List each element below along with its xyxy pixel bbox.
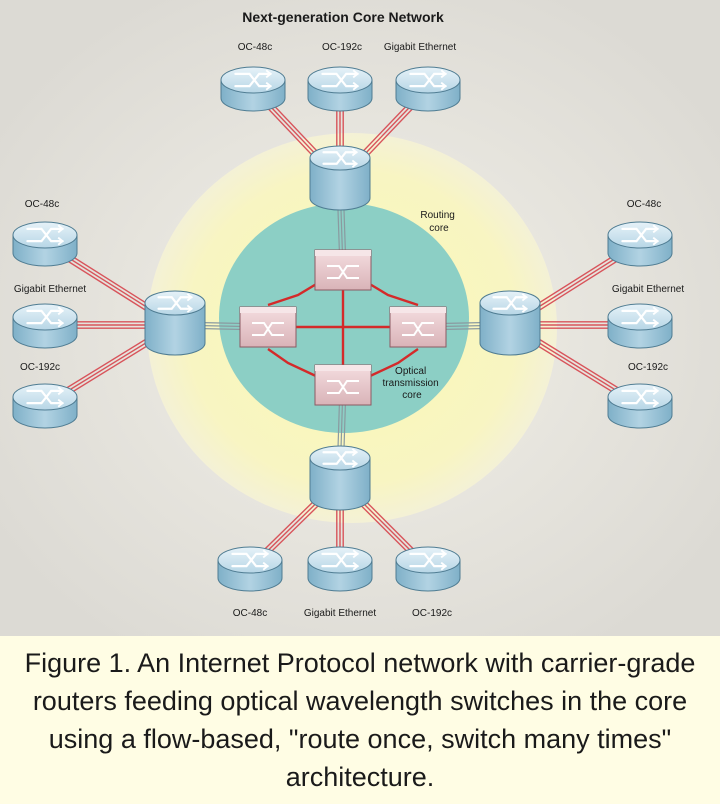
edge-router-label-right-3: OC-192c bbox=[628, 362, 668, 373]
switch-top-face bbox=[315, 250, 371, 256]
switch-top-face bbox=[315, 365, 371, 371]
optical-switch-top bbox=[314, 249, 372, 291]
edge-router-right-3 bbox=[607, 383, 673, 429]
router-arrowheads bbox=[265, 69, 273, 91]
router-arrows bbox=[231, 552, 269, 568]
edge-router-label-left-2: Gigabit Ethernet bbox=[14, 284, 86, 295]
optical-link bbox=[367, 348, 419, 379]
router-arrows bbox=[157, 296, 193, 310]
edge-router-label-right-1: OC-48c bbox=[627, 199, 661, 210]
router-arrowheads bbox=[440, 69, 448, 91]
optical-switch-left bbox=[239, 306, 297, 348]
router-arrowheads bbox=[57, 386, 65, 408]
optical-switch-bottom bbox=[314, 364, 372, 406]
router-arrowheads bbox=[351, 448, 358, 468]
router-side bbox=[309, 157, 371, 211]
edge-router-left-1 bbox=[12, 221, 78, 267]
router-arrows bbox=[26, 389, 64, 405]
router-arrows bbox=[321, 72, 359, 88]
router-arrowheads bbox=[57, 224, 65, 246]
router-arrows bbox=[409, 72, 447, 88]
edge-router-bottom-2 bbox=[307, 546, 373, 592]
router-arrowheads bbox=[652, 386, 660, 408]
network-diagram: Next-generation Core Network Routing cor… bbox=[0, 0, 720, 636]
routing-core-label-line-2: core bbox=[429, 223, 449, 234]
edge-router-top-2 bbox=[307, 66, 373, 112]
edge-router-top-1 bbox=[220, 66, 286, 112]
edge-router-label-bottom-3: OC-192c bbox=[412, 608, 452, 619]
router-arrowheads bbox=[440, 549, 448, 571]
figure-caption: Figure 1. An Internet Protocol network w… bbox=[0, 636, 720, 804]
switch-body bbox=[389, 306, 447, 348]
router-arrows bbox=[26, 227, 64, 243]
router-arrowheads bbox=[351, 148, 358, 168]
edge-router-bottom-3 bbox=[395, 546, 461, 592]
edge-router-bottom-1 bbox=[217, 546, 283, 592]
edge-router-label-bottom-2: Gigabit Ethernet bbox=[304, 608, 376, 619]
edge-router-label-bottom-1: OC-48c bbox=[233, 608, 267, 619]
switch-body bbox=[314, 364, 372, 406]
optical-switch-right bbox=[389, 306, 447, 348]
edge-router-label-left-1: OC-48c bbox=[25, 199, 59, 210]
switch-arrows bbox=[327, 265, 359, 279]
router-arrowheads bbox=[262, 549, 270, 571]
edge-router-label-top-1: OC-48c bbox=[238, 42, 272, 53]
optical-core-label-line-2: transmission bbox=[383, 378, 439, 389]
optical-core-label: Optical transmission core bbox=[383, 366, 442, 401]
switch-body bbox=[314, 249, 372, 291]
edge-router-label-right-2: Gigabit Ethernet bbox=[612, 284, 684, 295]
router-arrowheads bbox=[186, 293, 193, 313]
switch-top-face bbox=[390, 307, 446, 313]
router-arrowheads bbox=[352, 69, 360, 91]
edge-router-label-left-3: OC-192c bbox=[20, 362, 60, 373]
switch-arrows bbox=[327, 380, 359, 394]
router-arrows bbox=[621, 389, 659, 405]
router-arrows bbox=[321, 552, 359, 568]
router-arrows bbox=[409, 552, 447, 568]
core-router-top bbox=[309, 145, 371, 211]
router-arrows bbox=[621, 227, 659, 243]
optical-core-label-line-1: Optical bbox=[395, 366, 426, 377]
switch-body bbox=[239, 306, 297, 348]
switch-arrows bbox=[252, 322, 284, 336]
switch-arrows bbox=[402, 322, 434, 336]
router-arrowheads bbox=[57, 306, 65, 328]
router-side bbox=[479, 302, 541, 356]
router-arrows bbox=[322, 151, 358, 165]
edge-router-label-top-2: OC-192c bbox=[322, 42, 362, 53]
optical-switches bbox=[239, 249, 447, 406]
router-arrows bbox=[621, 309, 659, 325]
core-router-left bbox=[144, 290, 206, 356]
router-arrows bbox=[322, 451, 358, 465]
edge-router-left-2 bbox=[12, 303, 78, 349]
routing-core-label: Routing core bbox=[420, 210, 457, 234]
switch-top-face bbox=[240, 307, 296, 313]
router-arrowheads bbox=[652, 306, 660, 328]
diagram-title: Next-generation Core Network bbox=[242, 9, 444, 25]
router-arrows bbox=[26, 309, 64, 325]
optical-link bbox=[267, 348, 319, 379]
router-arrowheads bbox=[652, 224, 660, 246]
router-arrowheads bbox=[521, 293, 528, 313]
router-side bbox=[144, 302, 206, 356]
router-arrows bbox=[234, 72, 272, 88]
edge-router-left-3 bbox=[12, 383, 78, 429]
optical-core-label-line-3: core bbox=[402, 390, 422, 401]
router-arrowheads bbox=[352, 549, 360, 571]
router-arrows bbox=[492, 296, 528, 310]
edge-router-label-top-3: Gigabit Ethernet bbox=[384, 42, 456, 53]
edge-router-right-1 bbox=[607, 221, 673, 267]
edge-router-right-2 bbox=[607, 303, 673, 349]
routing-core-label-line-1: Routing bbox=[420, 210, 454, 221]
routers bbox=[12, 66, 673, 592]
edge-router-top-3 bbox=[395, 66, 461, 112]
core-router-bottom bbox=[309, 445, 371, 511]
core-router-right bbox=[479, 290, 541, 356]
router-side bbox=[309, 457, 371, 511]
